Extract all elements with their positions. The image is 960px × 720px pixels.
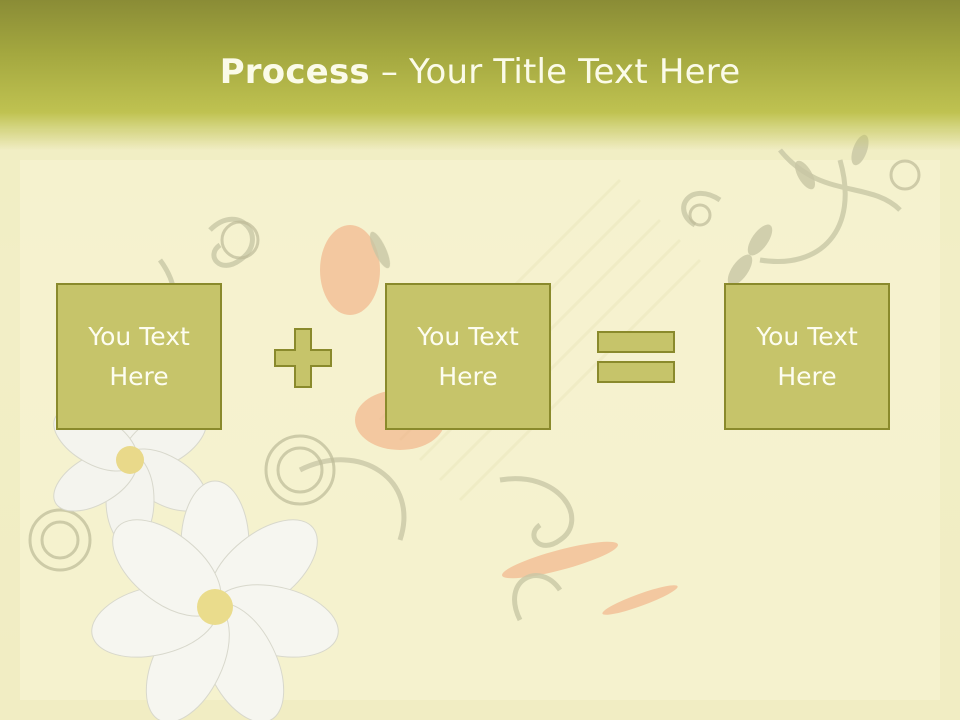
process-box-1-text: You Text Here (88, 321, 190, 391)
process-box-3: You Text Here (724, 283, 890, 430)
title-rest-part: – Your Title Text Here (369, 52, 741, 92)
title-band (0, 0, 960, 150)
slide-title: Process – Your Title Text Here (0, 52, 960, 92)
process-box-3-text: You Text Here (756, 321, 858, 391)
plus-icon (274, 328, 332, 388)
equals-icon (597, 331, 675, 383)
process-box-2-text: You Text Here (417, 321, 519, 391)
process-box-2: You Text Here (385, 283, 551, 430)
process-box-1: You Text Here (56, 283, 222, 430)
flower-large (91, 480, 339, 720)
title-bold-part: Process (219, 52, 370, 92)
